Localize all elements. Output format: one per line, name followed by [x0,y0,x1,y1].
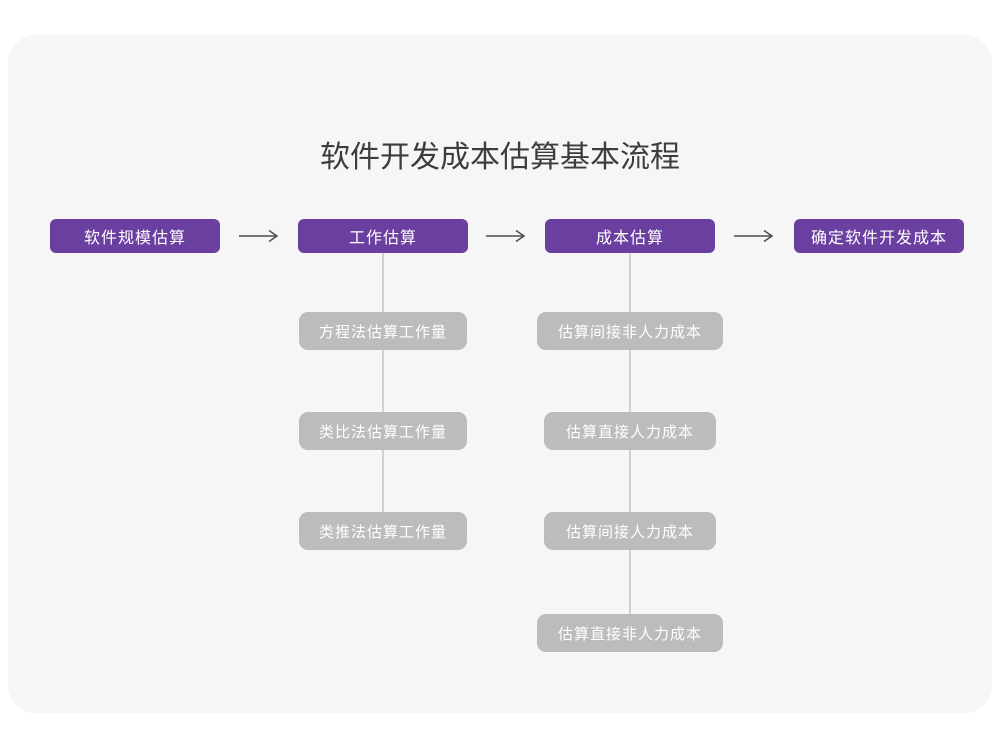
sub-step-direct-labor-cost: 估算直接人力成本 [544,412,716,450]
sub-step-analogy-method: 类比法估算工作量 [299,412,467,450]
flowchart-card: 软件开发成本估算基本流程 软件规模估算 工作估算 成本估算 确定软件开发成本 方… [8,35,992,713]
page-title: 软件开发成本估算基本流程 [320,141,680,174]
arrow-right-icon [734,229,774,243]
sub-step-indirect-non-labor-cost: 估算间接非人力成本 [537,312,723,350]
flow-step-software-size-estimation: 软件规模估算 [50,219,220,253]
flow-step-determine-dev-cost: 确定软件开发成本 [794,219,964,253]
sub-step-indirect-labor-cost: 估算间接人力成本 [544,512,716,550]
arrow-right-icon [486,229,526,243]
sub-step-extrapolation-method: 类推法估算工作量 [299,512,467,550]
sub-step-equation-method: 方程法估算工作量 [299,312,467,350]
sub-step-direct-non-labor-cost: 估算直接非人力成本 [537,614,723,652]
flow-step-work-estimation: 工作估算 [298,219,468,253]
arrow-right-icon [239,229,279,243]
flow-step-cost-estimation: 成本估算 [545,219,715,253]
connector-line-work-estimation [382,253,384,531]
